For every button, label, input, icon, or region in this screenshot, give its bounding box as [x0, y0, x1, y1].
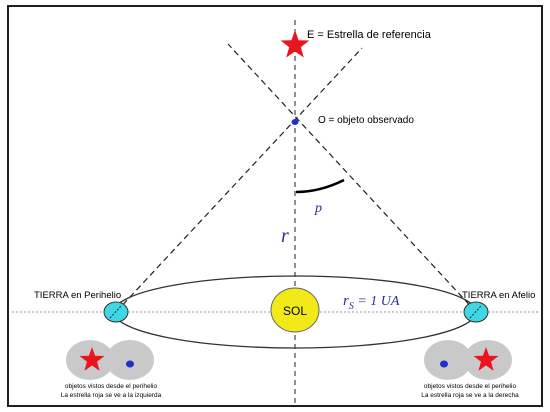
sight-line-perihelion	[115, 47, 363, 313]
view-from-aphelion	[424, 340, 512, 380]
distance-symbol: r	[281, 225, 289, 247]
orbit-radius-label: rS = 1 UA	[343, 293, 400, 312]
view-left-caption-2: La estrella roja se ve a la izquierda	[61, 392, 162, 399]
view-left-blob-b	[106, 340, 154, 380]
view-right-caption-2: La estrella roja se ve a la derecha	[421, 392, 519, 399]
parallax-symbol: p	[314, 201, 322, 216]
view-right-blob-a	[424, 340, 472, 380]
sun-icon	[270, 287, 320, 333]
view-from-perihelion	[66, 340, 154, 380]
reference-star-icon	[280, 30, 310, 58]
view-left-caption-1: objetos vistos desde el perihelio	[65, 383, 158, 390]
earth-aphelion-label: TIERRA en Afelio	[462, 290, 535, 301]
view-left-object-dot	[126, 360, 134, 368]
diagram-frame	[7, 5, 543, 407]
sight-line-aphelion	[227, 43, 477, 313]
view-right-caption-1: objetos vistos desde el perihelio	[424, 383, 517, 390]
orbit-radius-subscript: S	[349, 301, 354, 312]
observed-object-dot	[291, 119, 299, 125]
view-left-star-icon	[79, 347, 105, 371]
parallax-angle-arc	[295, 178, 345, 194]
earth-aphelion-axis	[469, 305, 482, 319]
orbit-radius-main: r	[343, 293, 349, 309]
observed-object-label: O = objeto observado	[318, 115, 414, 126]
sun-label: SOL	[283, 304, 307, 318]
orbit-radius-value: = 1 UA	[354, 294, 400, 309]
view-right-object-dot	[440, 360, 448, 368]
earth-perihelion-label: TIERRA en Perihelio	[34, 290, 121, 301]
view-right-star-icon	[473, 347, 499, 371]
earth-perihelion-axis	[109, 305, 122, 319]
reference-star-label: E = Estrella de referencia	[307, 29, 432, 41]
